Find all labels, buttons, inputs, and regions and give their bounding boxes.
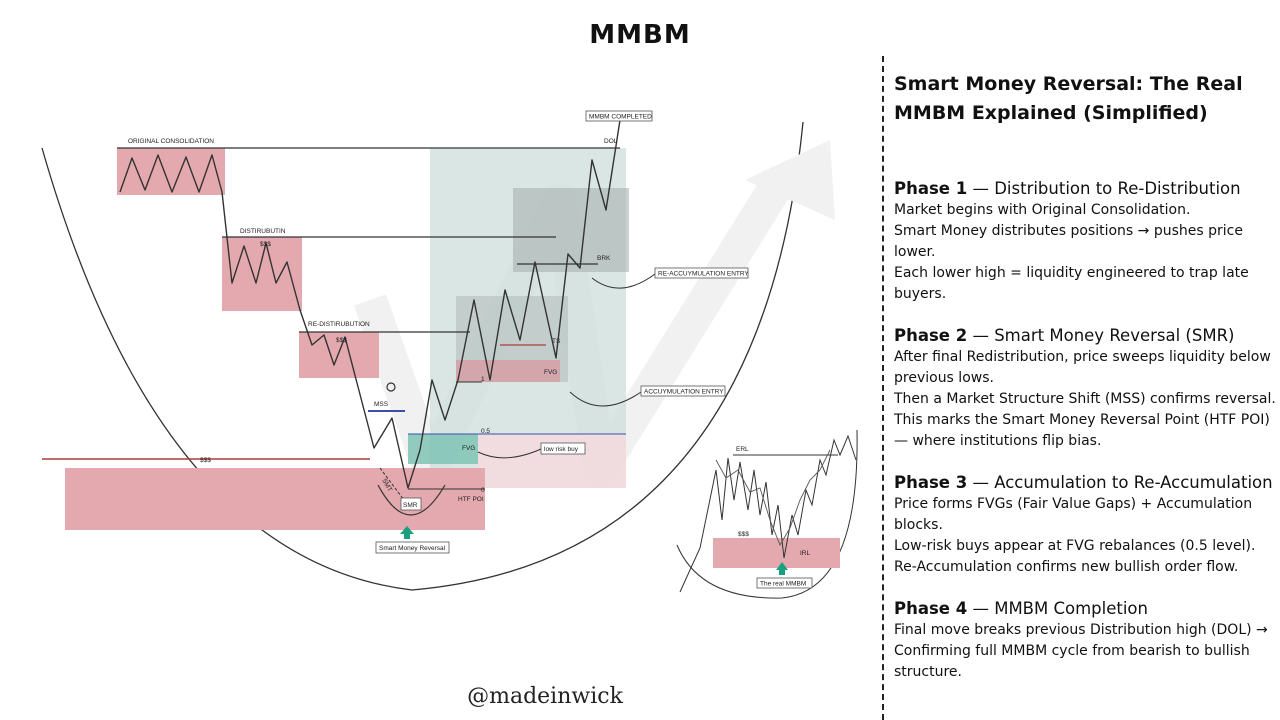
liquidity-label-2: $$$ xyxy=(260,241,271,248)
vertical-divider xyxy=(882,56,884,720)
phase-line: This marks the Smart Money Reversal Poin… xyxy=(894,412,1270,449)
mini-irl-label: IRL xyxy=(800,550,811,557)
re-accumulation-block xyxy=(513,188,629,272)
re-accumulation-entry-box xyxy=(654,267,749,279)
smr-up-arrow-icon xyxy=(400,526,414,539)
low-risk-buy-box xyxy=(540,442,586,455)
original-consolidation-label: ORIGINAL CONSOLIDATION xyxy=(128,138,214,145)
smart-money-reversal-label: Smart Money Reversal xyxy=(379,545,446,552)
mini-price-path-2 xyxy=(715,449,831,547)
mini-price-path xyxy=(679,434,857,593)
liquidity-label-3: $$$ xyxy=(336,337,347,344)
level-05-label: 0.5 xyxy=(481,428,490,435)
smt-line xyxy=(379,467,405,501)
smr-label: SMR xyxy=(403,502,418,509)
re-accumulation-entry-label: RE-ACCUYMULATION ENTRY xyxy=(658,271,749,278)
accumulation-entry-label: ACCUYMULATION ENTRY xyxy=(644,389,724,396)
level-1-label: 1 xyxy=(481,376,485,383)
mmbm-completed-box xyxy=(585,110,653,122)
page-title: MMBM xyxy=(589,20,691,50)
phase-2: Phase 2 — Smart Money Reversal (SMR) Aft… xyxy=(894,325,1278,452)
smr-curve xyxy=(377,484,446,516)
accumulation-entry-box xyxy=(640,385,726,397)
smr-box xyxy=(400,497,422,511)
fvg-lower-label: FVG xyxy=(462,445,475,452)
lightbulb-icon xyxy=(386,382,396,392)
watermark: @madeinwick xyxy=(467,684,623,709)
re-distribution-label: RE-DISTIRUBUTION xyxy=(308,321,370,328)
phase-heading: Phase 1 — Distribution to Re-Distributio… xyxy=(894,178,1278,200)
phase-heading: Phase 3 — Accumulation to Re-Accumulatio… xyxy=(894,472,1278,494)
level-0-label: 0 xyxy=(481,487,485,494)
phase-line: Then a Market Structure Shift (MSS) conf… xyxy=(894,391,1276,407)
mini-irl-zone xyxy=(713,538,840,568)
brk-label: BRK xyxy=(597,255,611,262)
phase-subtitle: — Accumulation to Re-Accumulation xyxy=(967,473,1273,492)
accumulation-zone-light xyxy=(478,434,626,488)
distribution-label: DISTIRUBUTIN xyxy=(240,228,286,235)
phase-1: Phase 1 — Distribution to Re-Distributio… xyxy=(894,178,1278,305)
phase-3: Phase 3 — Accumulation to Re-Accumulatio… xyxy=(894,472,1278,578)
phase-line: Re-Accumulation confirms new bullish ord… xyxy=(894,559,1239,575)
phase-line: Market begins with Original Consolidatio… xyxy=(894,202,1191,218)
phase-name: Phase 4 xyxy=(894,599,968,618)
phase-name: Phase 3 xyxy=(894,473,968,492)
htf-poi-zone xyxy=(65,468,485,530)
panel-title: Smart Money Reversal: The Real MMBM Expl… xyxy=(894,73,1243,124)
dol-label: DOL xyxy=(604,138,618,145)
phase-line: Final move breaks previous Distribution … xyxy=(894,622,1268,680)
accumulation-pointer xyxy=(569,391,642,407)
fvg-red-zone xyxy=(456,360,560,382)
phase-subtitle: — Smart Money Reversal (SMR) xyxy=(967,326,1235,345)
liquidity-label-1: $$$ xyxy=(200,457,211,464)
smart-money-reversal-box xyxy=(375,541,450,554)
re-distribution-zone xyxy=(299,332,379,378)
trend-arrowhead-shadow xyxy=(745,140,835,220)
phase-subtitle: — Distribution to Re-Distribution xyxy=(967,179,1241,198)
phase-heading: Phase 2 — Smart Money Reversal (SMR) xyxy=(894,325,1278,347)
bowl-arc xyxy=(41,121,804,591)
mini-erl-label: ERL xyxy=(736,446,749,453)
phase-line: Price forms FVGs (Fair Value Gaps) + Acc… xyxy=(894,496,1253,533)
mini-caption-box xyxy=(756,577,813,589)
mmbm-diagram: ORIGINAL CONSOLIDATION DISTIRUBUTIN RE-D… xyxy=(41,110,858,599)
mini-bowl-arc xyxy=(676,429,858,599)
phase-4: Phase 4 — MMBM Completion Final move bre… xyxy=(894,598,1278,683)
phase-name: Phase 1 xyxy=(894,179,968,198)
mini-caption-label: The real MMBM xyxy=(760,581,806,588)
ts-label: TS xyxy=(552,338,561,345)
phase-name: Phase 2 xyxy=(894,326,968,345)
phase-line: After final Redistribution, price sweeps… xyxy=(894,349,1271,386)
htf-poi-label: HTF POI xyxy=(458,496,484,503)
fvg-upper-label: FVG xyxy=(544,369,557,376)
mss-label: MSS xyxy=(374,401,389,408)
phase-line: Each lower high = liquidity engineered t… xyxy=(894,265,1249,302)
mini-dollar-label: $$$ xyxy=(738,531,749,538)
price-path xyxy=(119,119,621,489)
phase-line: Low-risk buys appear at FVG rebalances (… xyxy=(894,538,1256,554)
low-risk-buy-pointer xyxy=(477,448,542,459)
phase-subtitle: — MMBM Completion xyxy=(967,599,1148,618)
re-accumulation-pointer xyxy=(591,273,656,289)
low-risk-buy-label: low risk buy xyxy=(544,446,579,453)
original-consolidation-zone xyxy=(117,148,225,195)
mini-up-arrow-icon xyxy=(776,562,788,575)
explanation-panel: Smart Money Reversal: The Real MMBM Expl… xyxy=(894,70,1278,703)
mini-diagram: ERL $$$ IRL The real MMBM xyxy=(676,429,858,599)
phase-line: Smart Money distributes positions → push… xyxy=(894,223,1243,260)
mmbm-completed-label: MMBM COMPLETED xyxy=(589,114,652,121)
phase-heading: Phase 4 — MMBM Completion xyxy=(894,598,1278,620)
